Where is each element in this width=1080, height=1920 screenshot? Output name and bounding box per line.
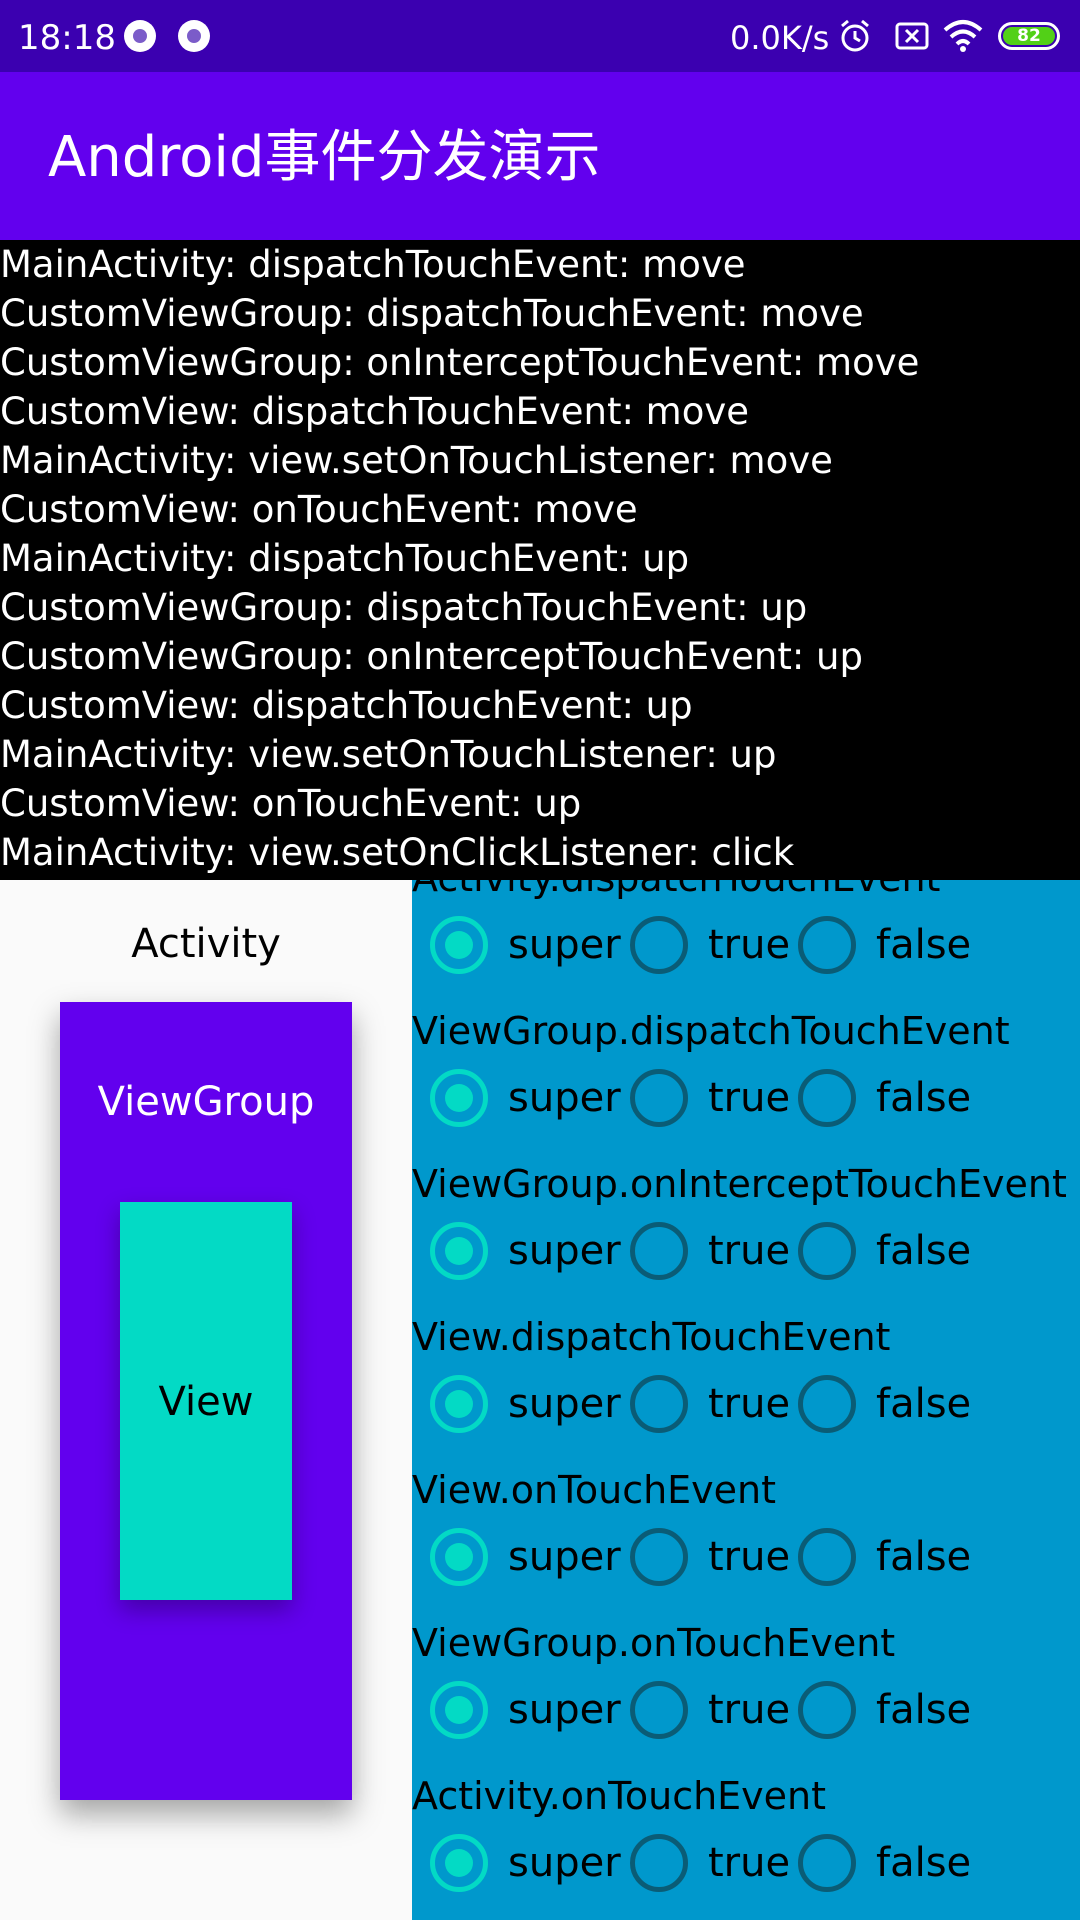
group-title: ViewGroup.dispatchTouchEvent: [412, 1009, 1010, 1053]
log-line: MainActivity: dispatchTouchEvent: move: [0, 243, 746, 286]
log-line: MainActivity: dispatchTouchEvent: up: [0, 537, 690, 580]
log-line: CustomViewGroup: dispatchTouchEvent: mov…: [0, 292, 864, 335]
radio-unchecked-icon[interactable]: [630, 1375, 688, 1433]
radio-checked-icon[interactable]: [430, 1528, 488, 1586]
viewgroup-label: ViewGroup: [97, 1079, 315, 1125]
custom-viewgroup[interactable]: ViewGroup View: [60, 1002, 352, 1800]
radio-unchecked-icon[interactable]: [798, 1375, 856, 1433]
battery-level: 82: [1003, 27, 1055, 46]
log-line: MainActivity: view.setOnTouchListener: m…: [0, 439, 833, 482]
option-label: false: [876, 1687, 972, 1733]
log-line: CustomView: dispatchTouchEvent: up: [0, 684, 693, 727]
app-bar: Android事件分发演示: [0, 72, 1080, 240]
group-title: ViewGroup.onTouchEvent: [412, 1621, 896, 1665]
log-line: MainActivity: view.setOnTouchListener: u…: [0, 733, 777, 776]
option-label: super: [508, 1075, 621, 1121]
radio-unchecked-icon[interactable]: [798, 916, 856, 974]
option-group-viewgroup-dispatch: ViewGroup.dispatchTouchEvent super true …: [412, 1007, 1080, 1160]
activity-area[interactable]: Activity ViewGroup View: [0, 880, 412, 1920]
radio-unchecked-icon[interactable]: [630, 1681, 688, 1739]
radio-unchecked-icon[interactable]: [798, 1528, 856, 1586]
battery-icon: 82: [998, 22, 1060, 50]
sim-off-icon: [895, 22, 929, 50]
radio-checked-icon[interactable]: [430, 1222, 488, 1280]
status-time: 18:18: [18, 18, 116, 58]
status-bar: 18:18 0.0K/s 82: [0, 0, 1080, 72]
log-line: CustomViewGroup: onInterceptTouchEvent: …: [0, 635, 863, 678]
log-line: CustomViewGroup: onInterceptTouchEvent: …: [0, 341, 920, 384]
log-line: CustomView: dispatchTouchEvent: move: [0, 390, 750, 433]
app-title: Android事件分发演示: [48, 125, 601, 190]
radio-checked-icon[interactable]: [430, 1834, 488, 1892]
radio-unchecked-icon[interactable]: [630, 1222, 688, 1280]
radio-unchecked-icon[interactable]: [798, 1222, 856, 1280]
option-label: true: [708, 922, 791, 968]
log-line: CustomView: onTouchEvent: move: [0, 488, 638, 531]
radio-checked-icon[interactable]: [430, 1069, 488, 1127]
option-group-viewgroup-intercept: ViewGroup.onInterceptTouchEvent super tr…: [412, 1160, 1080, 1313]
custom-view[interactable]: View: [120, 1202, 292, 1600]
option-label: false: [876, 1840, 972, 1886]
radio-checked-icon[interactable]: [430, 916, 488, 974]
option-label: super: [508, 1228, 621, 1274]
option-group-activity-ontouch: Activity.onTouchEvent super true false: [412, 1772, 1080, 1920]
network-speed: 0.0K/s: [730, 19, 830, 57]
radio-unchecked-icon[interactable]: [630, 1834, 688, 1892]
radio-unchecked-icon[interactable]: [798, 1681, 856, 1739]
option-label: false: [876, 1228, 972, 1274]
option-label: super: [508, 1687, 621, 1733]
radio-unchecked-icon[interactable]: [798, 1834, 856, 1892]
alarm-icon: [841, 19, 869, 52]
option-label: true: [708, 1381, 791, 1427]
radio-unchecked-icon[interactable]: [630, 916, 688, 974]
radio-checked-icon[interactable]: [430, 1375, 488, 1433]
option-label: true: [708, 1687, 791, 1733]
option-label: false: [876, 1381, 972, 1427]
radio-checked-icon[interactable]: [430, 1681, 488, 1739]
option-label: super: [508, 1534, 621, 1580]
option-label: false: [876, 1075, 972, 1121]
return-value-settings: Activity.dispatchTouchEvent super true f…: [412, 880, 1080, 1920]
event-log: MainActivity: dispatchTouchEvent: move C…: [0, 240, 1080, 880]
radio-unchecked-icon[interactable]: [630, 1069, 688, 1127]
option-label: super: [508, 1840, 621, 1886]
option-label: true: [708, 1228, 791, 1274]
view-label: View: [158, 1379, 254, 1425]
group-title: Activity.onTouchEvent: [412, 1774, 827, 1818]
log-line: CustomView: onTouchEvent: up: [0, 782, 582, 825]
log-line: CustomViewGroup: dispatchTouchEvent: up: [0, 586, 808, 629]
option-group-view-ontouch: View.onTouchEvent super true false: [412, 1466, 1080, 1619]
option-label: true: [708, 1075, 791, 1121]
option-group-activity-dispatch: Activity.dispatchTouchEvent super true f…: [412, 880, 1080, 1007]
group-title: View.onTouchEvent: [412, 1468, 777, 1512]
radio-unchecked-icon[interactable]: [798, 1069, 856, 1127]
wifi-icon: [943, 20, 983, 52]
option-group-viewgroup-ontouch: ViewGroup.onTouchEvent super true false: [412, 1619, 1080, 1772]
option-label: super: [508, 922, 621, 968]
notification-dot-icon: [178, 20, 210, 52]
option-label: false: [876, 1534, 972, 1580]
radio-unchecked-icon[interactable]: [630, 1528, 688, 1586]
option-label: true: [708, 1534, 791, 1580]
group-title: Activity.dispatchTouchEvent: [412, 880, 940, 902]
group-title: View.dispatchTouchEvent: [412, 1315, 891, 1359]
activity-label: Activity: [131, 921, 281, 967]
group-title: ViewGroup.onInterceptTouchEvent: [412, 1162, 1067, 1206]
notification-dot-icon: [124, 20, 156, 52]
log-line: MainActivity: view.setOnClickListener: c…: [0, 831, 795, 874]
option-group-view-dispatch: View.dispatchTouchEvent super true false: [412, 1313, 1080, 1466]
option-label: false: [876, 922, 972, 968]
option-label: super: [508, 1381, 621, 1427]
option-label: true: [708, 1840, 791, 1886]
